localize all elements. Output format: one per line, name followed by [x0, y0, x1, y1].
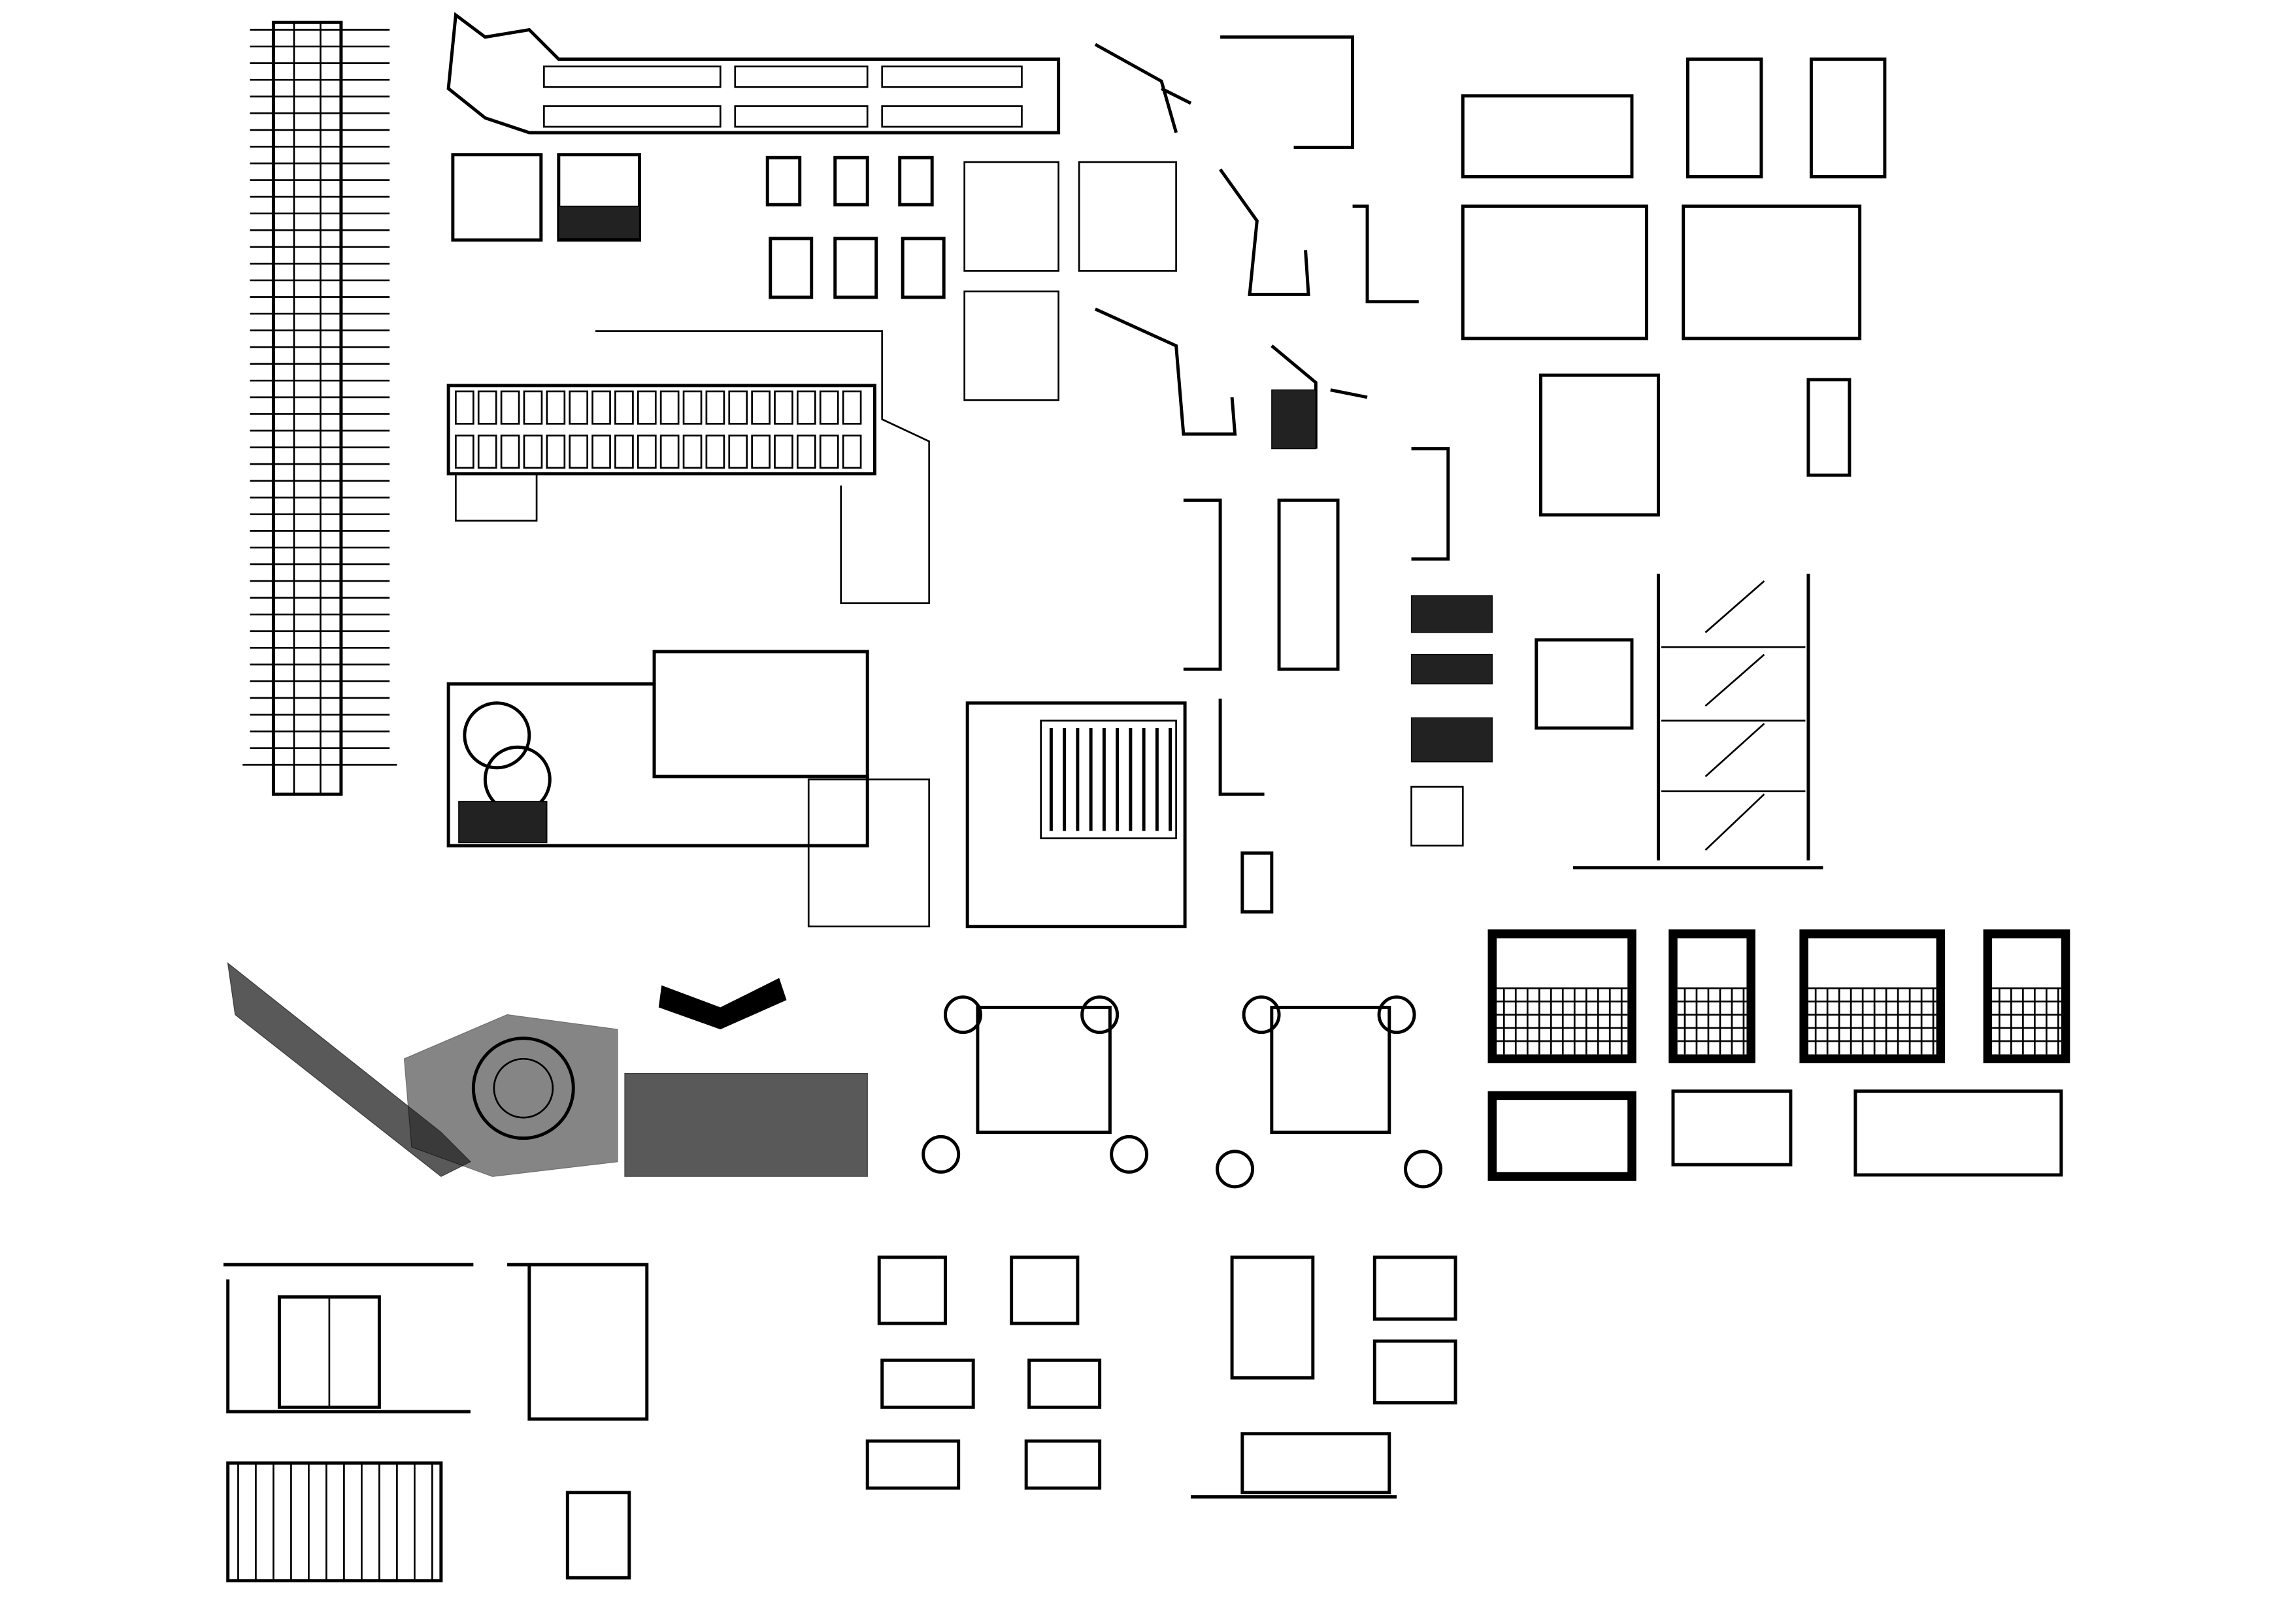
hotel-room — [682, 435, 703, 469]
hotel-room — [682, 390, 703, 425]
hotel-room — [659, 390, 680, 425]
hotel-room — [705, 435, 725, 469]
hotel-room — [797, 435, 816, 469]
hotel-room — [523, 435, 543, 469]
cinema-plan — [965, 701, 1187, 929]
hotel-floor-plan — [446, 330, 931, 605]
hotel-room — [477, 390, 497, 425]
hotel-room — [659, 435, 680, 469]
hotel-room — [614, 435, 634, 469]
parking-plan — [446, 12, 1061, 135]
hotel-room — [774, 390, 793, 425]
hotel-room — [569, 435, 589, 469]
hotel-room — [546, 435, 566, 469]
hotel-room — [614, 390, 634, 425]
hotel-room — [819, 390, 839, 425]
wall-sections — [1094, 35, 1493, 914]
hotel-room — [500, 390, 520, 425]
kitchen-elevations — [1191, 1255, 1457, 1499]
hotel-room — [477, 435, 497, 469]
hotel-room — [842, 435, 862, 469]
hotel-room — [500, 435, 520, 469]
ground-floor-plan — [446, 650, 931, 928]
hotel-room — [842, 390, 862, 425]
hotel-room — [751, 390, 771, 425]
hotel-room — [591, 390, 611, 425]
bathroom-elevations — [1487, 929, 2070, 1181]
villa-plans — [865, 1255, 1102, 1490]
hotel-room — [455, 435, 474, 469]
stair-section — [1572, 573, 1823, 870]
hotel-room — [569, 390, 589, 425]
radial-complex-plan — [227, 962, 868, 1177]
hotel-room — [637, 435, 657, 469]
hotel-room — [774, 435, 793, 469]
hotel-room — [728, 390, 748, 425]
hotel-room — [546, 390, 566, 425]
hotel-room — [728, 435, 748, 469]
hotel-room — [591, 435, 611, 469]
hotel-room — [751, 435, 771, 469]
hotel-room — [705, 390, 725, 425]
bathroom-plans — [1410, 58, 1887, 847]
tower-elevation — [242, 20, 397, 796]
pergola-elevations — [223, 1263, 649, 1583]
courtyard-plans — [922, 995, 1443, 1189]
floor-plans — [451, 153, 1177, 401]
hotel-room — [455, 390, 474, 425]
hotel-room — [523, 390, 543, 425]
hotel-room — [797, 390, 816, 425]
hotel-room — [819, 435, 839, 469]
hotel-room — [637, 390, 657, 425]
